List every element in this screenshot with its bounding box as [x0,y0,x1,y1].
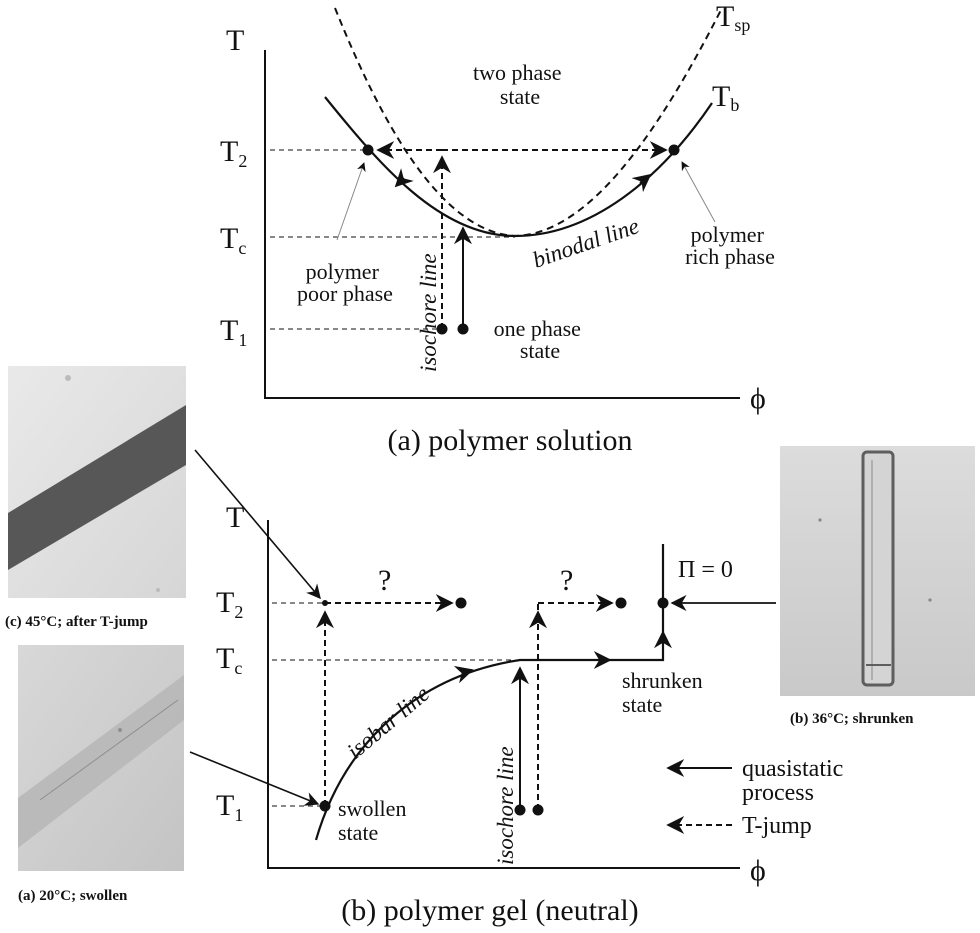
panel-a-binodal-arrow-left [394,168,414,188]
panel-b-question-2: ? [560,564,573,597]
panel-a-one-phase-label: one phase state [494,316,587,363]
panel-b-isochore-line-label: isochore line [493,746,518,865]
legend-tjump-label: T-jump [742,813,812,839]
panel-b-point-shrunken [657,597,669,609]
photo-c-pointer-arrow [194,449,321,600]
panel-b-isobar-arrow-1 [453,666,474,684]
panel-b-point-start-2 [532,804,544,816]
panel-b-point-after-jump-1 [455,597,467,609]
photo-b-shrunken [780,446,975,696]
panel-b-tick-t1: T1 [216,789,243,825]
panel-a-spinodal-label: Tsp [716,0,750,35]
panel-a-polymer-solution: T ϕ T2 Tc T1 Tsp [220,0,775,457]
photo-c-after-tjump [8,366,186,598]
panel-a-two-phase-label: two phase state [473,60,567,109]
panel-a-isochore-line-label: isochore line [416,253,441,372]
panel-a-y-axis-label: T [226,24,244,57]
svg-text:T1: T1 [220,314,247,350]
panel-a-point-rich [668,144,680,156]
photo-a-caption: (a) 20°C; swollen [18,888,128,904]
panel-a-spinodal-curve [334,7,723,238]
legend-quasistatic-label: quasistatic process [742,756,849,806]
panel-a-tick-tc: Tc [220,222,246,258]
panel-a-point-start-1 [436,323,448,335]
panel-a-binodal-line-label: binodal line [529,213,642,273]
panel-a-caption: (a) polymer solution [388,424,633,457]
panel-a-tick-t1: T1 [220,314,247,350]
panel-a-binodal-curve [324,96,713,238]
panel-a-rich-pointer [681,161,716,223]
svg-text:T1: T1 [216,789,243,825]
panel-b-polymer-gel: T ϕ T2 Tc T1 [216,501,849,927]
panel-b-axes [267,520,740,869]
panel-a-point-poor [362,144,374,156]
panel-b-question-1: ? [378,564,391,597]
panel-a-poor-pointer [336,162,366,241]
panel-b-x-axis-label: ϕ [750,854,766,887]
panel-a-rich-phase-label: polymer rich phase [685,222,775,269]
panel-b-tick-t2: T2 [216,586,243,622]
panel-b-point-start-1 [514,804,526,816]
panel-a-axes [264,50,740,399]
panel-b-isobar-curve [314,544,665,841]
panel-b-point-after-jump-2 [615,597,627,609]
panel-b-point-corner [322,600,328,606]
svg-text:T2: T2 [220,135,247,171]
panel-a-x-axis-label: ϕ [750,382,766,415]
photo-a-pointer-arrow [189,751,320,806]
photo-a-swollen [18,645,184,871]
panel-b-point-swollen [319,800,331,812]
photo-c-caption: (c) 45°C; after T-jump [5,614,148,630]
panel-a-point-start-2 [457,323,469,335]
panel-b-y-axis-label: T [226,501,244,534]
photo-b-caption: (b) 36°C; shrunken [790,711,914,727]
svg-text:T2: T2 [216,586,243,622]
panel-b-caption: (b) polymer gel (neutral) [341,894,638,927]
panel-a-binodal-t-label: Tb [712,80,739,115]
panel-b-swollen-label: swollen state [338,796,412,845]
panel-a-binodal-arrow-right [631,173,652,193]
panel-b-isobar-line-label: isobar line [342,681,434,764]
panel-b-tick-tc: Tc [216,642,242,678]
panel-b-pressure-label: Π = 0 [678,557,733,583]
panel-a-poor-phase-label: polymer poor phase [297,259,393,306]
panel-a-tick-t2: T2 [220,135,247,171]
svg-text:Tc: Tc [216,642,242,678]
svg-text:Tc: Tc [220,222,246,258]
panel-b-shrunken-label: shrunken state [622,668,708,717]
